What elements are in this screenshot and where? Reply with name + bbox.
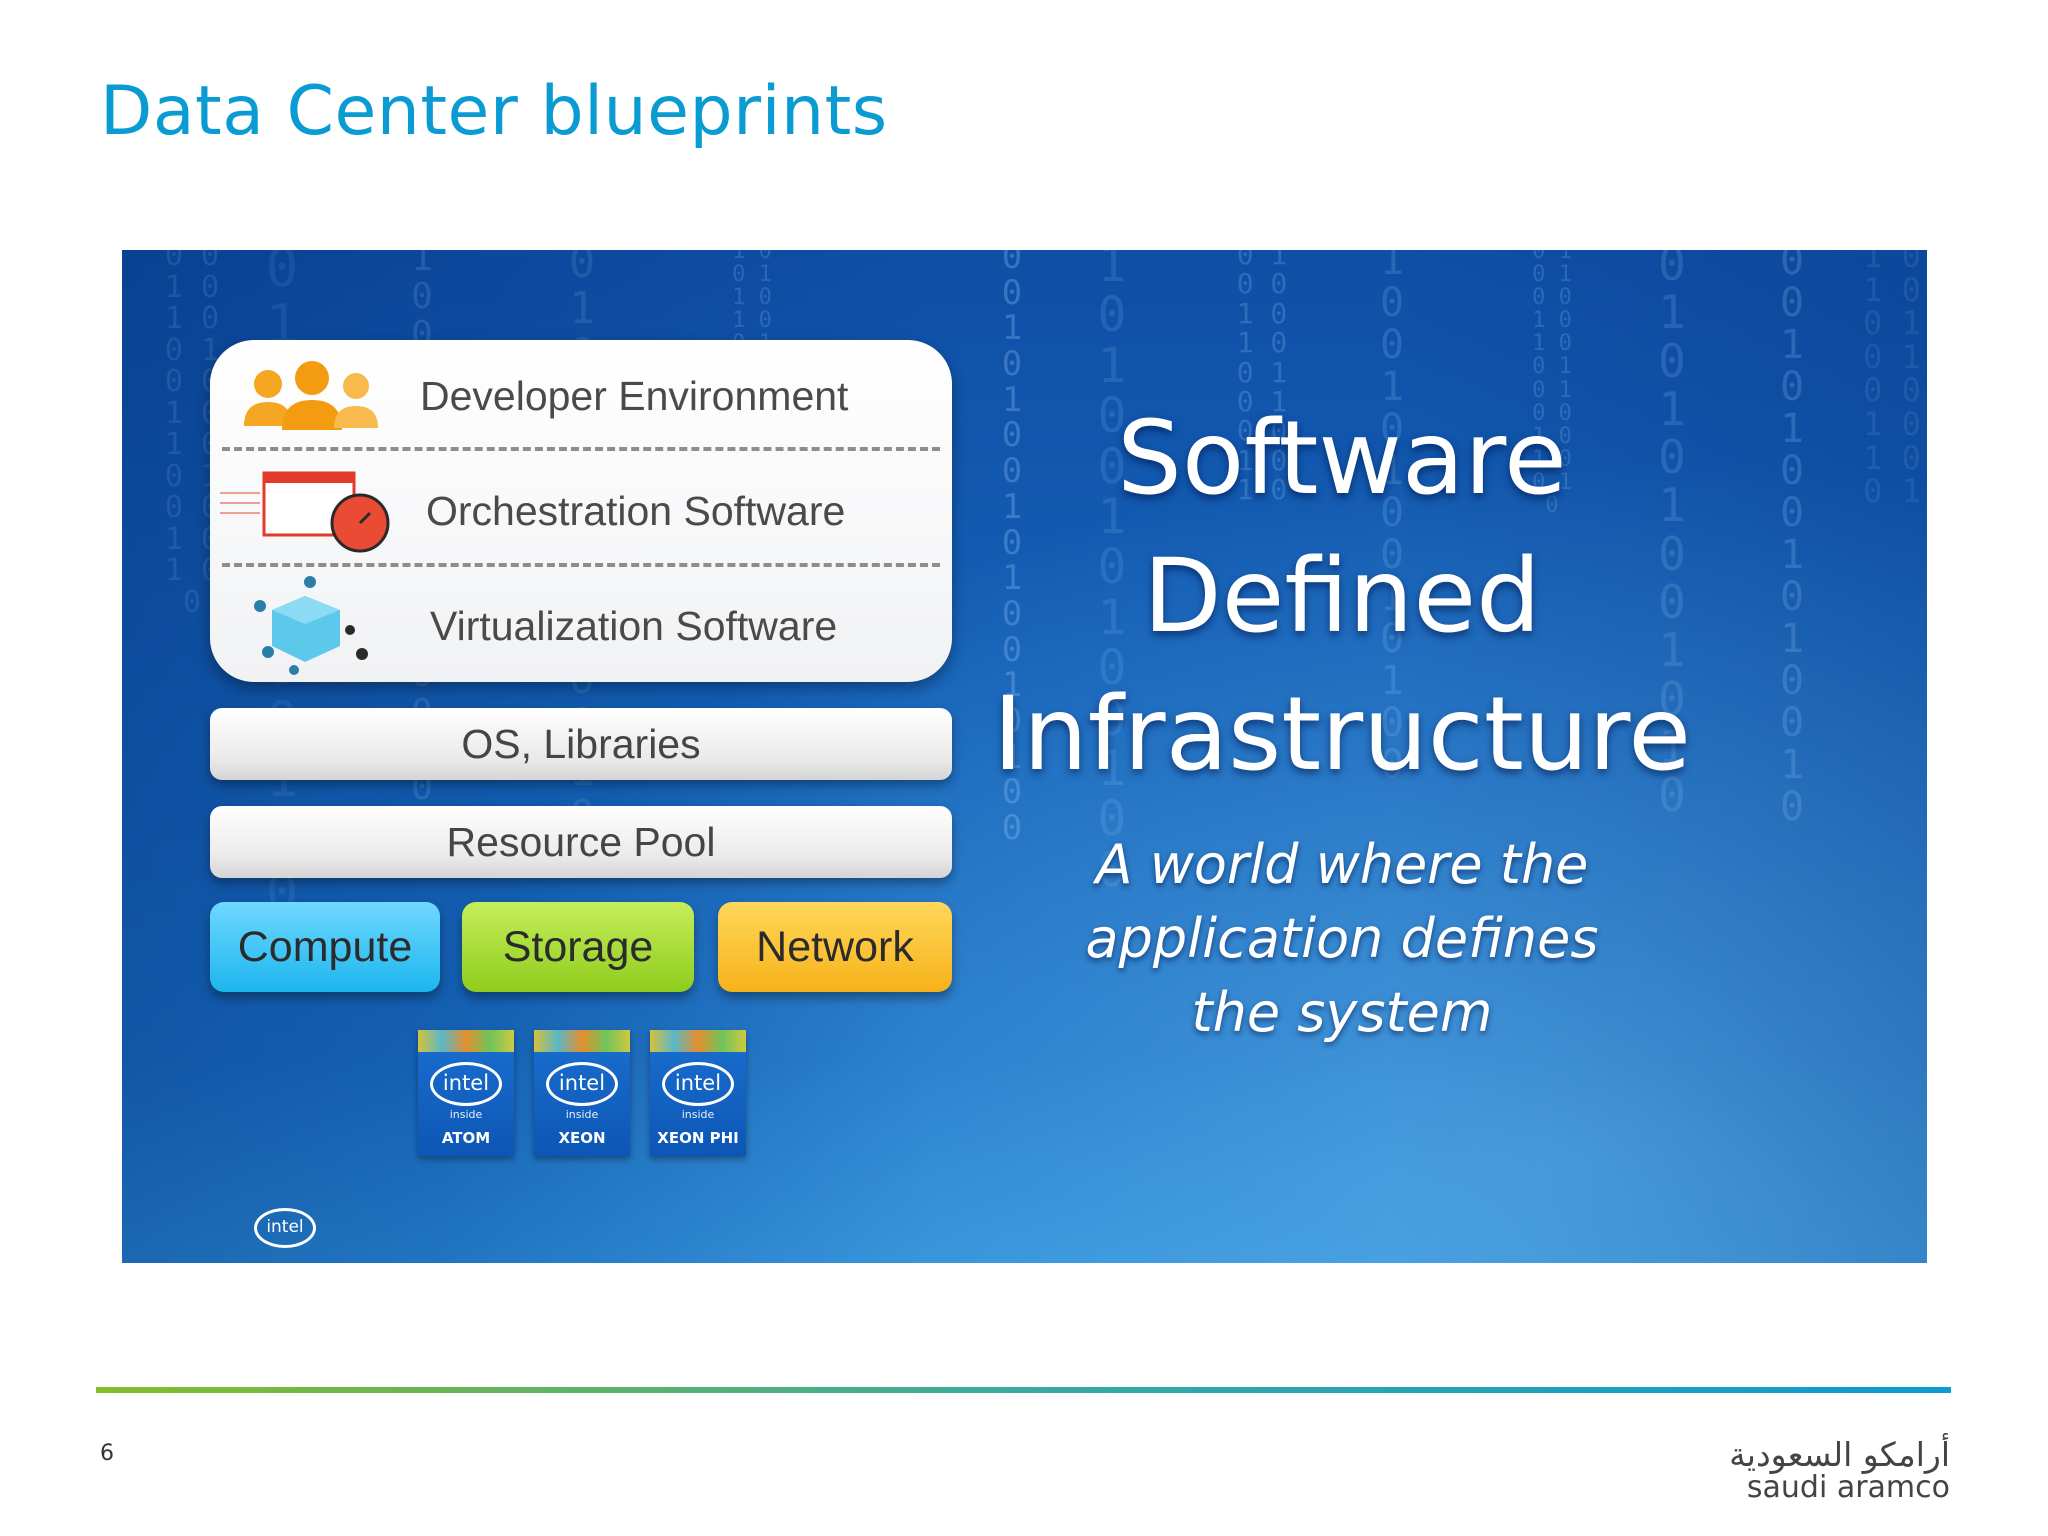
stack-label-developer: Developer Environment <box>420 372 849 419</box>
intel-atom-badge: intel inside ATOM <box>418 1030 514 1156</box>
stack-row-orchestration: Orchestration Software <box>210 455 952 567</box>
stack-row-developer: Developer Environment <box>210 340 952 452</box>
tagline-line: application defines <box>1085 907 1599 970</box>
headline-line: Defined <box>1143 537 1541 656</box>
headline-line: Software <box>1117 399 1567 518</box>
compute-box: Compute <box>210 902 440 992</box>
badge-inside: inside <box>565 1108 599 1121</box>
intel-logo: intel <box>430 1062 502 1106</box>
stack-row-virtualization: Virtualization Software <box>210 570 952 682</box>
stack-divider <box>222 563 940 567</box>
slide-title: Data Center blueprints <box>100 72 888 151</box>
stack-label-virtualization: Virtualization Software <box>430 602 838 649</box>
storage-box: Storage <box>462 902 694 992</box>
intel-logo: intel <box>662 1062 734 1106</box>
badge-chip: XEON PHI <box>657 1129 739 1147</box>
aramco-logo-arabic: أرامكو السعودية <box>1729 1435 1950 1474</box>
badge-strip <box>534 1030 630 1052</box>
headline: Software Defined Infrastructure <box>972 390 1712 804</box>
network-box: Network <box>718 902 952 992</box>
tagline: A world where the application defines th… <box>1002 828 1682 1050</box>
intel-xeon-phi-badge: intel inside XEON PHI <box>650 1030 746 1156</box>
stack-divider <box>222 447 940 451</box>
footer-divider <box>96 1387 1951 1393</box>
dashboard-gauge-icon <box>220 471 390 553</box>
badge-inside: inside <box>681 1108 715 1121</box>
intel-corner-logo: intel <box>254 1208 316 1248</box>
people-icon <box>244 361 378 430</box>
badge-strip <box>650 1030 746 1052</box>
os-libraries-bar: OS, Libraries <box>210 708 952 780</box>
badge-chip: ATOM <box>441 1129 491 1147</box>
headline-line: Infrastructure <box>993 675 1691 794</box>
badge-inside: inside <box>449 1108 483 1121</box>
aramco-logo-english: saudi aramco <box>1746 1470 1950 1505</box>
tagline-line: A world where the <box>1095 833 1589 896</box>
badge-strip <box>418 1030 514 1052</box>
cube-network-icon <box>254 576 368 675</box>
badge-chip: XEON <box>558 1129 606 1147</box>
intel-logo: intel <box>546 1062 618 1106</box>
stack-label-orchestration: Orchestration Software <box>426 487 846 534</box>
resource-pool-bar: Resource Pool <box>210 806 952 878</box>
infrastructure-image: 0 0 1 0 1 0 0 1 0 0 1 0 1 0 0 1 0 0 1 0 … <box>122 250 1927 1263</box>
software-stack-box: Developer Environment Orchestration Soft… <box>210 340 952 682</box>
page-number: 6 <box>100 1441 114 1466</box>
intel-xeon-badge: intel inside XEON <box>534 1030 630 1156</box>
tagline-line: the system <box>1191 981 1493 1044</box>
